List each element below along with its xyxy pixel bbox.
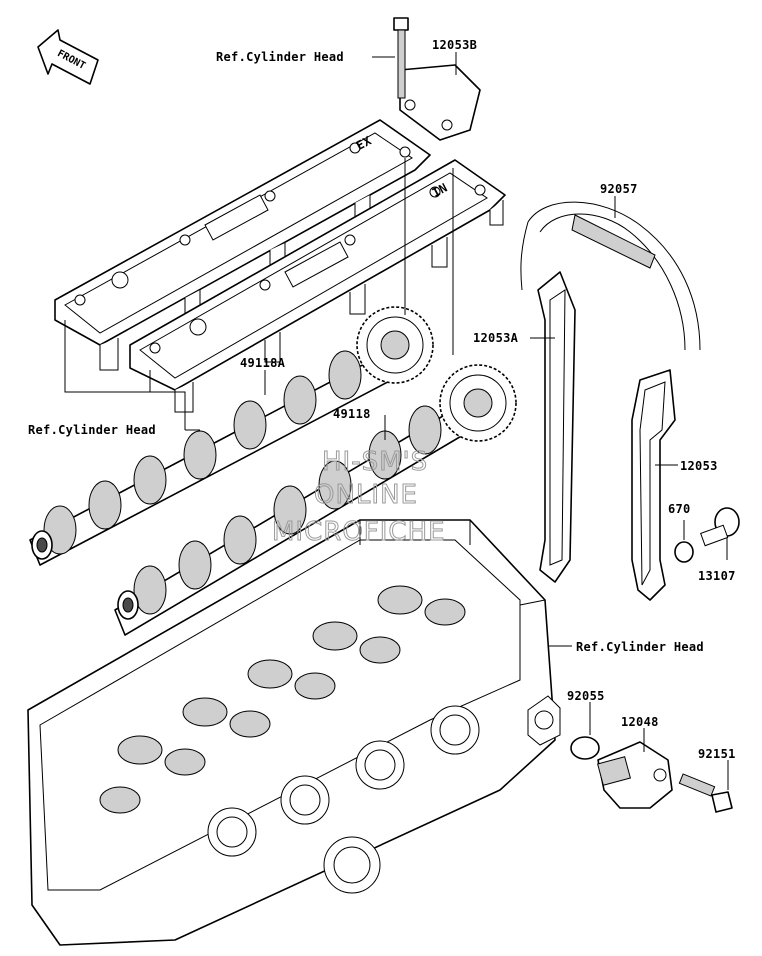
- cylinder-head: [27, 519, 561, 946]
- intake-camshaft-49118: [114, 399, 481, 636]
- label-92057: 92057: [600, 182, 638, 196]
- intake-cam-sprocket: [439, 364, 517, 442]
- label-13107: 13107: [698, 569, 736, 583]
- valve-pockets: [99, 585, 466, 814]
- guide-bolt-13107: [700, 507, 740, 547]
- svg-text:ONLINE: ONLINE: [314, 480, 418, 510]
- label-670: 670: [668, 502, 691, 516]
- cam-chain-92057: [520, 201, 701, 351]
- chain-tensioner-guide-12053: [631, 369, 676, 601]
- cam-chain-tensioner-12048: [597, 741, 673, 809]
- svg-text:HI-SM'S: HI-SM'S: [322, 447, 428, 477]
- leader-lines: [64, 52, 729, 790]
- exhaust-cam-sprocket: [356, 306, 434, 384]
- intake-ports: [207, 705, 480, 894]
- label-12053: 12053: [680, 459, 718, 473]
- chain-guide-bracket-12053b: [399, 64, 481, 141]
- exhaust-camshaft-49118a: [29, 339, 421, 566]
- label-ref-cylinder-head-right: Ref.Cylinder Head: [576, 640, 704, 654]
- label-92055: 92055: [567, 689, 605, 703]
- label-ref-cylinder-head-left: Ref.Cylinder Head: [28, 423, 156, 437]
- chain-guide-12053a: [537, 271, 576, 583]
- label-12053b: 12053B: [432, 38, 477, 52]
- label-12048: 12048: [621, 715, 659, 729]
- o-ring-92055: [570, 736, 600, 760]
- label-ref-cylinder-head-top: Ref.Cylinder Head: [216, 50, 344, 64]
- front-arrow-icon: FRONT: [37, 29, 99, 85]
- label-49118: 49118: [333, 407, 371, 421]
- label-12053a: 12053A: [473, 331, 519, 345]
- exhaust-camshaft-holder: EX: [54, 119, 431, 371]
- tensioner-bolt-92151: [678, 773, 733, 813]
- intake-camshaft-holder: IN: [129, 159, 506, 413]
- cylinder-head-bolt: [393, 17, 409, 99]
- label-92151: 92151: [698, 747, 736, 761]
- ex-marking: EX: [354, 133, 374, 153]
- label-49118a: 49118A: [240, 356, 286, 370]
- in-marking: IN: [430, 180, 450, 199]
- watermark: HI-SM'S ONLINE MICROFICHE: [272, 447, 446, 548]
- o-ring-670: [674, 541, 694, 563]
- svg-text:MICROFICHE: MICROFICHE: [272, 517, 446, 547]
